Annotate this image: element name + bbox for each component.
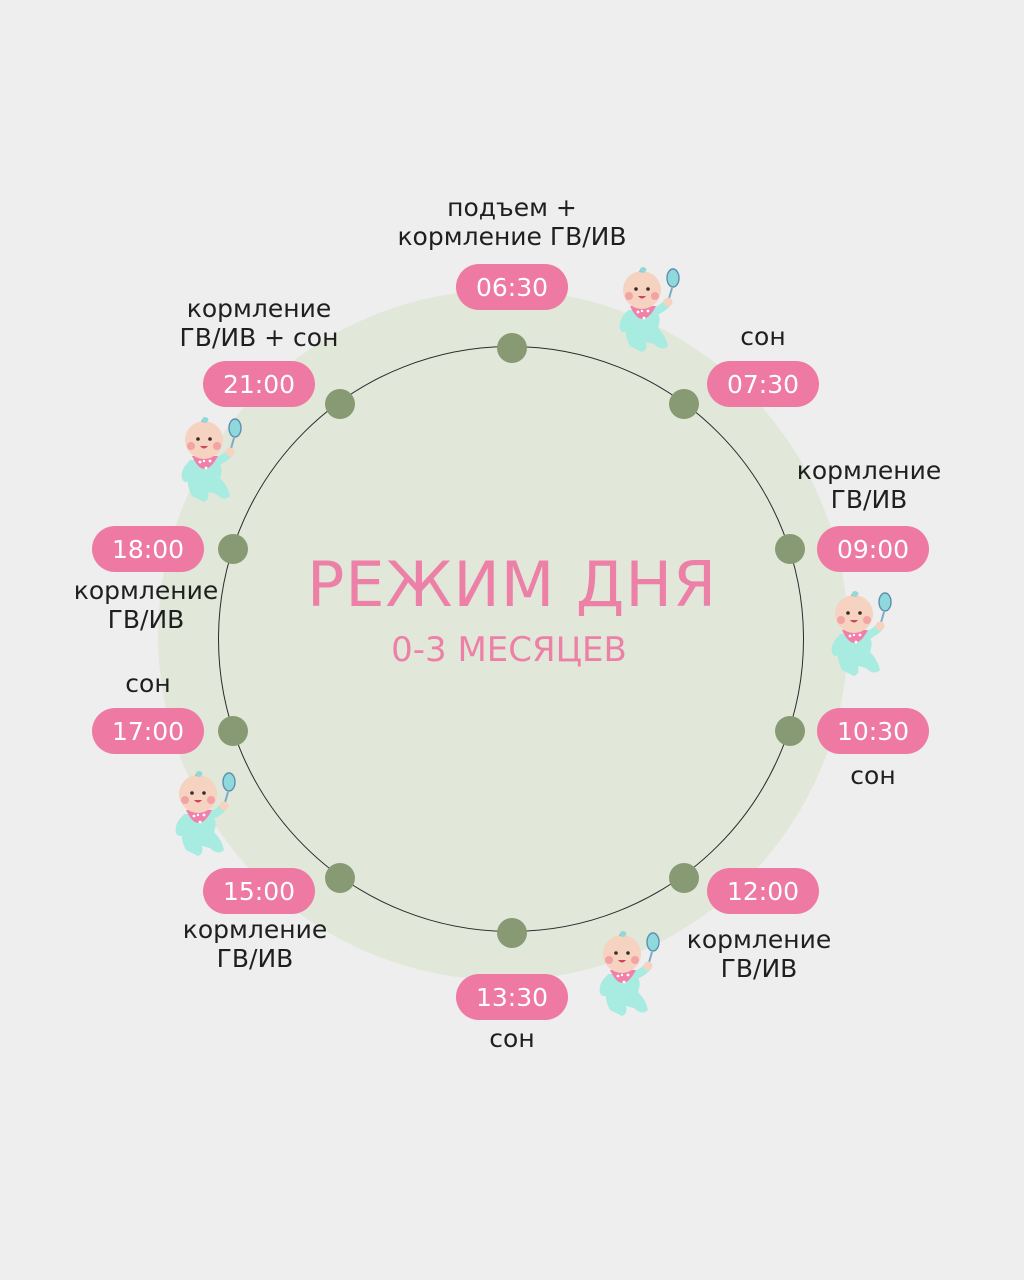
schedule-dot-2100	[325, 389, 355, 419]
time-pill-0730: 07:30	[707, 361, 819, 407]
schedule-dot-1500	[325, 863, 355, 893]
activity-label-0630: подъем + кормление ГВ/ИВ	[397, 193, 627, 251]
schedule-dot-0730	[669, 389, 699, 419]
page-title: РЕЖИМ ДНЯ	[306, 548, 718, 621]
schedule-dot-1330	[497, 918, 527, 948]
baby-with-rattle-icon	[606, 262, 686, 354]
activity-label-2100: кормление ГВ/ИВ + сон	[179, 294, 339, 352]
time-pill-2100: 21:00	[203, 361, 315, 407]
time-pill-0630: 06:30	[456, 264, 568, 310]
baby-with-rattle-icon	[162, 766, 242, 858]
time-pill-1030: 10:30	[817, 708, 929, 754]
page-subtitle: 0-3 МЕСЯЦЕВ	[391, 630, 627, 670]
time-pill-0900: 09:00	[817, 526, 929, 572]
activity-label-1200: кормление ГВ/ИВ	[686, 925, 832, 983]
baby-with-rattle-icon	[586, 926, 666, 1018]
time-pill-1200: 12:00	[707, 868, 819, 914]
schedule-dot-0630	[497, 333, 527, 363]
activity-label-1030: сон	[850, 761, 896, 790]
activity-label-0900: кормление ГВ/ИВ	[796, 456, 942, 514]
activity-label-1330: сон	[489, 1024, 535, 1053]
activity-label-1800: кормление ГВ/ИВ	[73, 576, 219, 634]
activity-label-0730: сон	[740, 322, 786, 351]
baby-with-rattle-icon	[818, 586, 898, 678]
activity-label-1700: сон	[125, 669, 171, 698]
time-pill-1800: 18:00	[92, 526, 204, 572]
schedule-dot-1200	[669, 863, 699, 893]
schedule-dot-1700	[218, 716, 248, 746]
schedule-dot-0900	[775, 534, 805, 564]
schedule-dot-1030	[775, 716, 805, 746]
activity-label-1500: кормление ГВ/ИВ	[182, 915, 328, 973]
baby-with-rattle-icon	[168, 412, 248, 504]
time-pill-1700: 17:00	[92, 708, 204, 754]
time-pill-1500: 15:00	[203, 868, 315, 914]
schedule-dot-1800	[218, 534, 248, 564]
time-pill-1330: 13:30	[456, 974, 568, 1020]
